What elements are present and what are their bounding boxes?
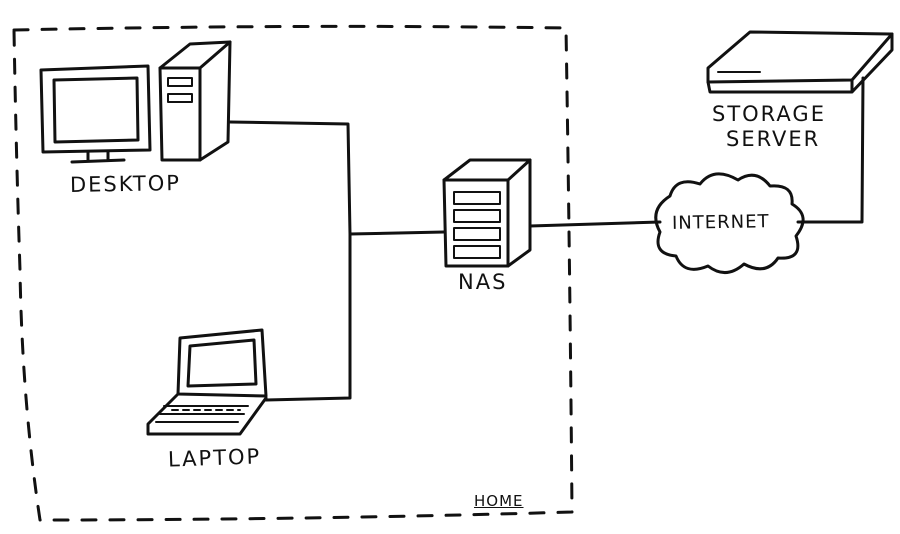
- storage-server-label-line1: STORAGE: [712, 102, 826, 126]
- storage-server-icon: [706, 30, 894, 94]
- edge-nas-internet: [528, 220, 662, 228]
- desktop-label: DESKTOP: [69, 171, 182, 197]
- home-zone-label: HOME: [474, 492, 524, 510]
- storage-server-label-line2: SERVER: [726, 127, 821, 152]
- home-zone-boundary: [12, 24, 574, 522]
- tower-icon: [158, 40, 232, 162]
- connections: [228, 76, 865, 402]
- internet-label: INTERNET: [671, 211, 770, 234]
- edge-laptop-nas: [264, 232, 352, 402]
- nas-label: NAS: [458, 270, 508, 294]
- laptop-label: LAPTOP: [167, 444, 262, 472]
- monitor-icon: [39, 64, 152, 164]
- internet-cloud-icon: [654, 172, 805, 274]
- storage-server-label: STORAGE SERVER: [712, 102, 826, 152]
- edge-internet-storage-server: [796, 76, 865, 224]
- desktop-icon: [39, 40, 232, 164]
- laptop-icon: [146, 328, 268, 436]
- edge-desktop-nas: [228, 120, 446, 236]
- nas-icon: [442, 158, 532, 268]
